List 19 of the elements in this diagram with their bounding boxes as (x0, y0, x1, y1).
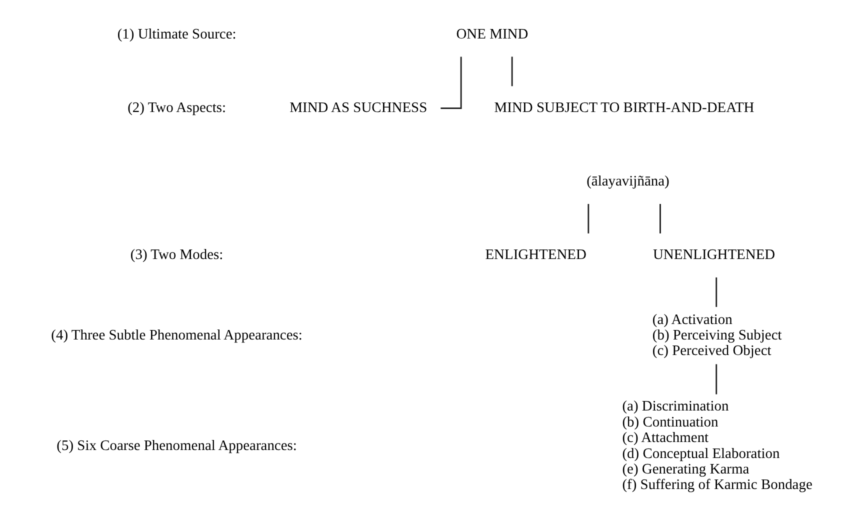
node-text: MIND AS SUCHNESS (289, 100, 427, 116)
label: (1) Ultimate Source: (116, 26, 236, 42)
connector (587, 204, 589, 234)
label: (2) Two Aspects: (127, 100, 226, 116)
connector (440, 56, 462, 109)
label: (5) Six Coarse Phenomenal Appearances: (56, 438, 296, 454)
node-text: (ālayavijñāna) (586, 174, 669, 190)
node-text: ONE MIND (456, 26, 528, 42)
label: (4) Three Subtle Phenomenal Appearances: (50, 328, 302, 344)
node-text: (a) Discrimination (b) Continuation (c) Attachment (d) Conceptual Elaboration (e) Generating Karma (f) Suffering of Karmic Bondage (622, 398, 812, 494)
connector (715, 277, 717, 307)
connector (715, 364, 717, 394)
node-text: (a) Activation (b) Perceiving Subject (c) Perceived Object (652, 312, 782, 360)
node-text: UNENLIGHTENED (652, 247, 775, 264)
node-text: MIND SUBJECT TO BIRTH-AND-DEATH (494, 100, 754, 116)
connector (510, 56, 512, 86)
node-text: ENLIGHTENED (484, 247, 586, 264)
connector (659, 204, 660, 234)
label: (3) Two Modes: (130, 247, 223, 264)
